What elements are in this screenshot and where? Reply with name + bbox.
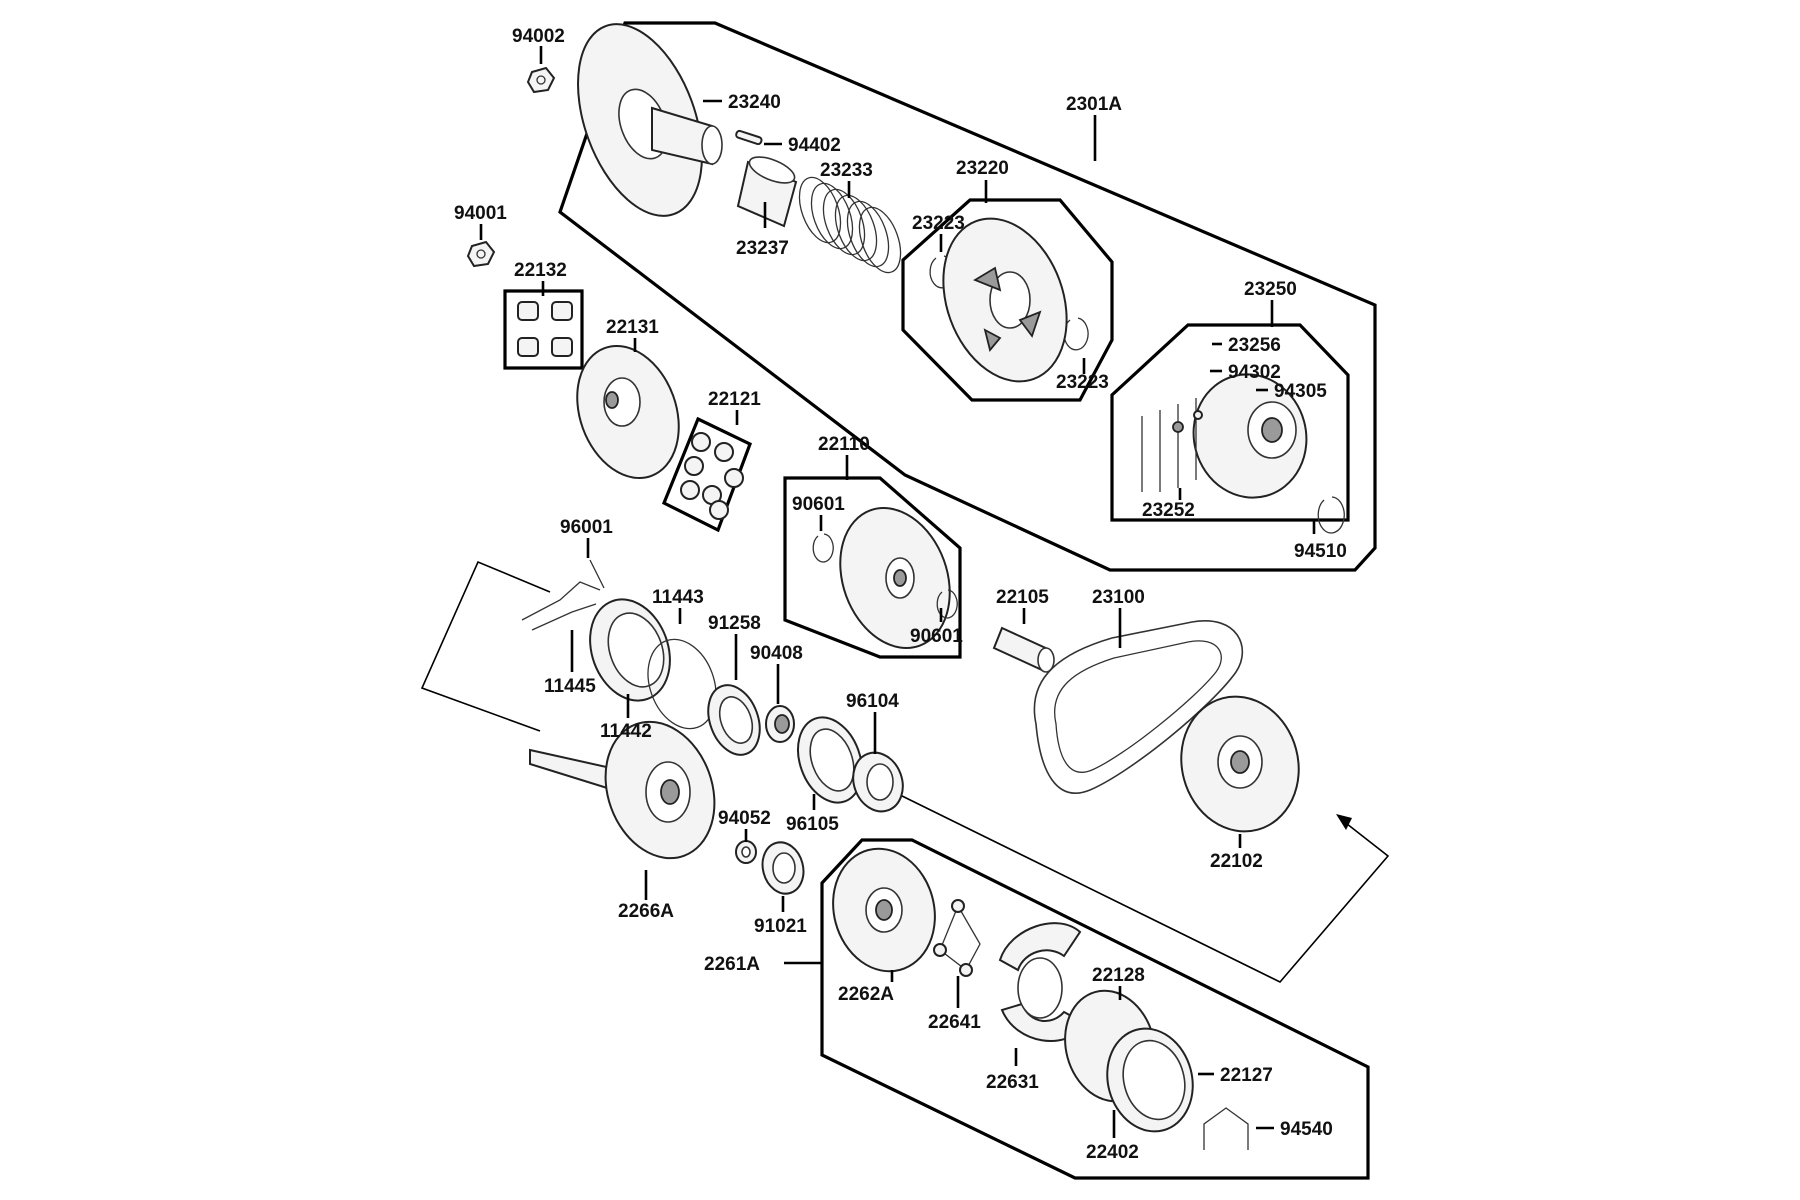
nut-94052 xyxy=(735,840,757,864)
label-23223-upper: 23223 xyxy=(912,213,965,234)
pin-94402 xyxy=(735,129,763,146)
label-22132: 22132 xyxy=(514,260,567,281)
label-23100: 23100 xyxy=(1092,587,1145,608)
label-90601-lower: 90601 xyxy=(910,626,963,647)
bearing-91021 xyxy=(761,841,805,895)
drive-shaft-2266A xyxy=(529,720,716,860)
nut-94002 xyxy=(526,66,556,94)
frame-23250 xyxy=(1110,323,1350,522)
assembly-arrow-right xyxy=(897,793,1390,983)
frame-22121 xyxy=(661,416,753,533)
label-94305: 94305 xyxy=(1274,381,1327,402)
bearing-96104 xyxy=(852,751,904,813)
label-2301A: 2301A xyxy=(1066,94,1122,115)
ramp-plate-22131 xyxy=(576,345,680,479)
fan-22102 xyxy=(1180,695,1300,833)
disc-23220 xyxy=(942,217,1068,383)
collar-22105 xyxy=(992,626,1055,673)
label-22402: 22402 xyxy=(1086,1142,1139,1163)
label-90601-upper: 90601 xyxy=(792,494,845,515)
label-96104: 96104 xyxy=(846,691,899,712)
bracket-96001 xyxy=(521,559,605,631)
label-94510: 94510 xyxy=(1294,541,1347,562)
label-96001: 96001 xyxy=(560,517,613,538)
frame-2261A xyxy=(820,838,1370,1180)
label-90408: 90408 xyxy=(750,643,803,664)
label-23252: 23252 xyxy=(1142,500,1195,521)
clutch-plate-2262A xyxy=(832,847,936,973)
label-22128: 22128 xyxy=(1092,965,1145,986)
bush-90408 xyxy=(765,705,795,743)
leader-lines xyxy=(479,46,1316,1138)
label-22131: 22131 xyxy=(606,317,659,338)
frame-22110 xyxy=(783,476,962,659)
bearing-96105 xyxy=(797,716,863,804)
washer-94302 xyxy=(1193,410,1203,420)
pins-23252 xyxy=(1141,398,1197,492)
label-94052: 94052 xyxy=(718,808,771,829)
label-11442: 11442 xyxy=(600,721,652,742)
label-11445: 11445 xyxy=(544,676,596,697)
label-91021: 91021 xyxy=(754,916,807,937)
label-11443: 11443 xyxy=(652,587,704,608)
label-94001: 94001 xyxy=(454,203,507,224)
circlip-90601-top xyxy=(812,533,834,563)
circlip-90601-bottom xyxy=(936,589,958,619)
frame-2301A xyxy=(558,21,1377,572)
label-22105: 22105 xyxy=(996,587,1049,608)
label-23220: 23220 xyxy=(956,158,1009,179)
spring-23233 xyxy=(798,176,902,274)
circlip-94510 xyxy=(1317,496,1345,534)
pulley-22110 xyxy=(839,507,951,649)
label-22102: 22102 xyxy=(1210,851,1263,872)
collar-23237 xyxy=(736,156,798,228)
assembly-arrow-left xyxy=(420,560,551,732)
label-23256: 23256 xyxy=(1228,335,1281,356)
label-94540: 94540 xyxy=(1280,1119,1333,1140)
plate-23250 xyxy=(1192,373,1308,499)
label-2261A: 2261A xyxy=(704,954,760,975)
plate-22127 xyxy=(1106,1027,1194,1133)
rollers-22121 xyxy=(680,432,744,520)
clip-94540 xyxy=(1203,1107,1249,1150)
springs-22641 xyxy=(933,899,981,977)
label-91258: 91258 xyxy=(708,613,761,634)
assembly-arrow-head xyxy=(1336,814,1352,830)
label-22631: 22631 xyxy=(986,1072,1039,1093)
sliders-22132 xyxy=(517,301,573,357)
label-23240: 23240 xyxy=(728,92,781,113)
label-2262A: 2262A xyxy=(838,984,894,1005)
label-22641: 22641 xyxy=(928,1012,981,1033)
label-23233: 23233 xyxy=(820,160,873,181)
frame-23220 xyxy=(901,198,1114,402)
gasket-11443 xyxy=(647,638,717,730)
label-23250: 23250 xyxy=(1244,279,1297,300)
nut-94001 xyxy=(466,240,496,268)
belt-23100 xyxy=(1033,620,1244,794)
label-23237: 23237 xyxy=(736,238,789,259)
label-2266A: 2266A xyxy=(618,901,674,922)
label-94402: 94402 xyxy=(788,135,841,156)
ball-94305 xyxy=(1172,421,1184,433)
frame-22132 xyxy=(503,289,584,370)
housing-11442 xyxy=(589,598,671,702)
label-22127: 22127 xyxy=(1220,1065,1273,1086)
seal-91258 xyxy=(707,684,761,756)
sheave-23240 xyxy=(577,23,723,217)
label-94302: 94302 xyxy=(1228,362,1281,383)
label-23223-lower: 23223 xyxy=(1056,372,1109,393)
label-96105: 96105 xyxy=(786,814,839,835)
label-22121: 22121 xyxy=(708,389,761,410)
label-94002: 94002 xyxy=(512,26,565,47)
label-22110: 22110 xyxy=(818,434,870,455)
